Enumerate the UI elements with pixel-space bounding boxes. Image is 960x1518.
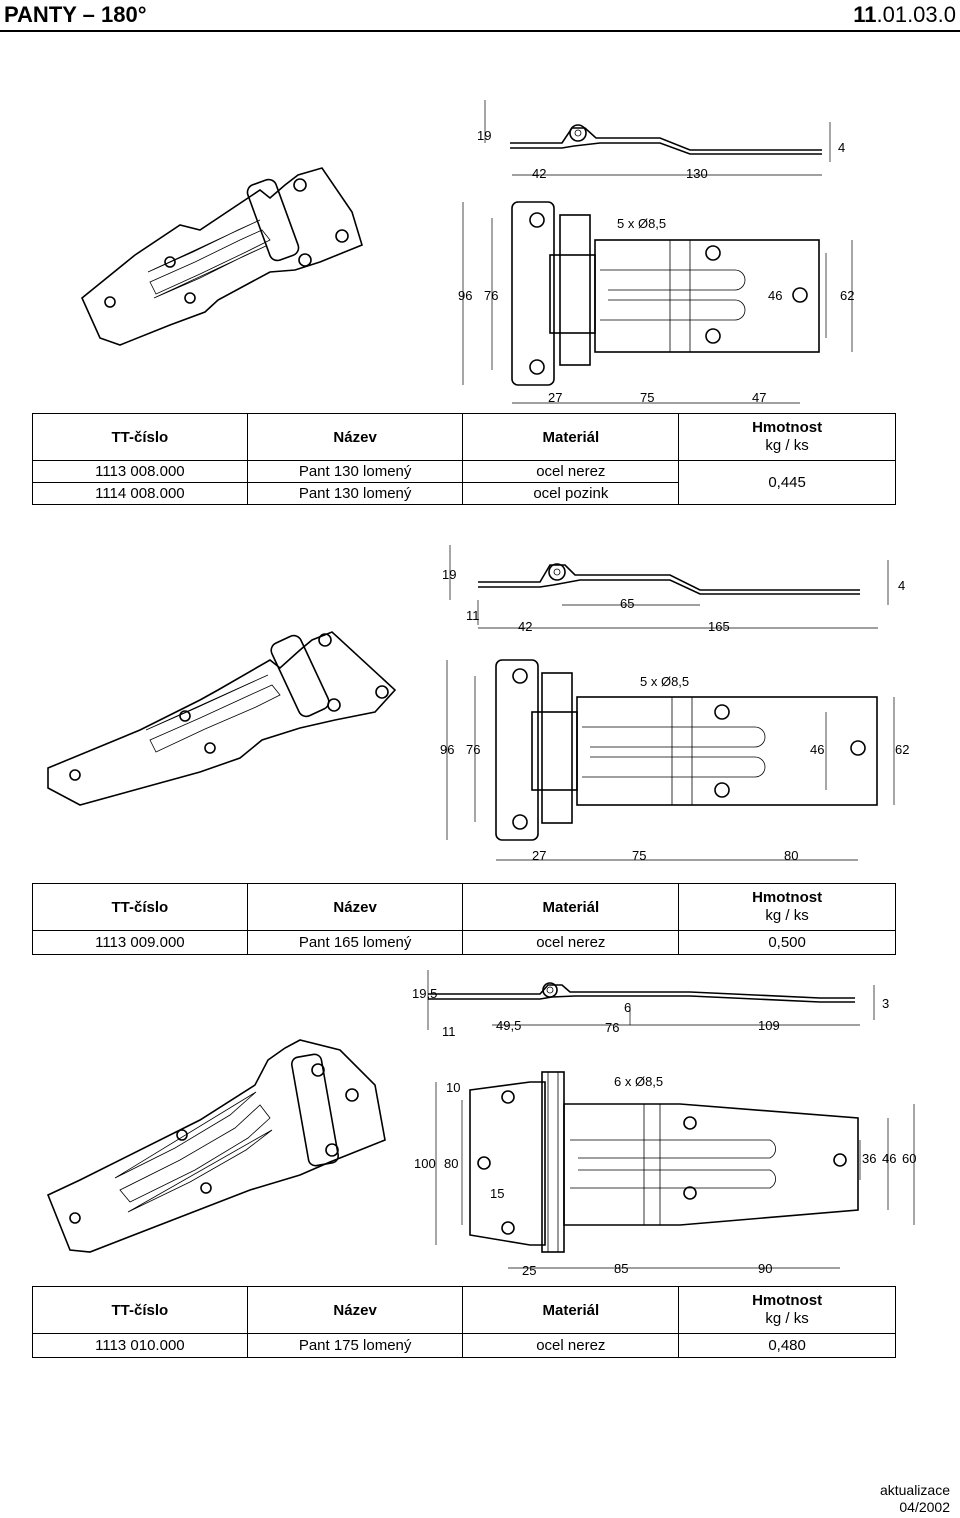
dim-76: 76 — [605, 1020, 619, 1035]
dim-3: 3 — [882, 996, 889, 1011]
dim-4: 4 — [838, 140, 845, 155]
dim-27: 27 — [548, 390, 562, 405]
col-material: Materiál — [462, 1286, 680, 1334]
hinge-130-isometric — [81, 167, 363, 346]
dim-42: 42 — [518, 619, 532, 634]
catalog-code: 11.01.03.0 — [853, 2, 956, 27]
page-header: PANTY – 180° 11.01.03.0 — [0, 0, 960, 32]
row-tt: 1113 008.000 — [32, 460, 248, 483]
col-name: Název — [246, 413, 464, 461]
dim-10: 10 — [446, 1080, 460, 1095]
dim-165: 165 — [708, 619, 730, 634]
dim-15: 15 — [490, 1186, 504, 1201]
row-name: Pant 165 lomený — [246, 930, 464, 955]
dim-6: 6 — [624, 1000, 631, 1015]
row-name: Pant 130 lomený — [246, 460, 464, 483]
page-title: PANTY – 180° — [4, 2, 147, 27]
row-weight: 0,500 — [678, 930, 896, 955]
dim-130: 130 — [686, 166, 708, 181]
dim-46: 46 — [882, 1151, 896, 1166]
row-material: ocel nerez — [462, 930, 680, 955]
row-weight: 0,445 — [678, 460, 896, 505]
update-note: aktualizace 04/2002 — [879, 1482, 950, 1515]
dim-36: 36 — [862, 1151, 876, 1166]
dim-100: 100 — [414, 1156, 436, 1171]
dim-27: 27 — [532, 848, 546, 863]
col-name: Název — [246, 1286, 464, 1334]
hinge-130-drawing: 19 4 42 130 5 x Ø8,5 96 76 46 62 27 75 4… — [81, 100, 854, 405]
holes-label: 5 x Ø8,5 — [640, 674, 689, 689]
hinge-175-drawing: 19,5 11 6 3 49,5 76 109 6 x Ø8,5 10 100 … — [46, 970, 916, 1278]
holes-label: 6 x Ø8,5 — [614, 1074, 663, 1089]
col-name: Název — [246, 883, 464, 931]
row-tt: 1113 009.000 — [32, 930, 248, 955]
hinge-130-profile — [484, 100, 831, 176]
dim-25: 25 — [522, 1263, 536, 1278]
dim-80: 80 — [784, 848, 798, 863]
row-tt: 1113 010.000 — [32, 1333, 248, 1358]
dim-65: 65 — [620, 596, 634, 611]
hinge-175-isometric — [46, 1039, 386, 1253]
dim-80: 80 — [444, 1156, 458, 1171]
hinge-165-drawing: 19 11 4 42 65 165 5 x Ø8,5 96 76 46 62 2… — [47, 545, 909, 863]
dim-42: 42 — [532, 166, 546, 181]
col-tt: TT-číslo — [32, 1286, 248, 1334]
dim-4: 4 — [898, 578, 905, 593]
dim-49-5: 49,5 — [496, 1018, 521, 1033]
dim-19: 19 — [477, 128, 491, 143]
dim-60: 60 — [902, 1151, 916, 1166]
hinge-175-profile — [427, 970, 875, 1030]
dim-109: 109 — [758, 1018, 780, 1033]
dim-85: 85 — [614, 1261, 628, 1276]
row-material: ocel nerez — [462, 460, 680, 483]
dim-75: 75 — [632, 848, 646, 863]
dim-76: 76 — [466, 742, 480, 757]
col-tt: TT-číslo — [32, 883, 248, 931]
dim-11: 11 — [442, 1024, 456, 1039]
dim-90: 90 — [758, 1261, 772, 1276]
dim-62: 62 — [840, 288, 854, 303]
hinge-130-front — [462, 201, 853, 404]
dim-62: 62 — [895, 742, 909, 757]
hinge-175-front — [435, 1071, 915, 1269]
row-material: ocel pozink — [462, 482, 680, 505]
dim-75: 75 — [640, 390, 654, 405]
col-material: Materiál — [462, 883, 680, 931]
holes-label: 5 x Ø8,5 — [617, 216, 666, 231]
dim-96: 96 — [458, 288, 472, 303]
hinge-165-front — [446, 659, 895, 861]
col-tt: TT-číslo — [32, 413, 248, 461]
hinge-165-isometric — [47, 631, 397, 806]
row-tt: 1114 008.000 — [32, 482, 248, 505]
dim-47: 47 — [752, 390, 766, 405]
row-material: ocel nerez — [462, 1333, 680, 1358]
dim-19-5: 19,5 — [412, 986, 437, 1001]
dim-11: 11 — [466, 608, 480, 623]
row-name: Pant 175 lomený — [246, 1333, 464, 1358]
dim-46: 46 — [810, 742, 824, 757]
hinge-165-profile — [449, 545, 889, 629]
row-weight: 0,480 — [678, 1333, 896, 1358]
col-material: Materiál — [462, 413, 680, 461]
row-name: Pant 130 lomený — [246, 482, 464, 505]
dim-46: 46 — [768, 288, 782, 303]
dim-19: 19 — [442, 567, 456, 582]
dim-76: 76 — [484, 288, 498, 303]
dim-96: 96 — [440, 742, 454, 757]
